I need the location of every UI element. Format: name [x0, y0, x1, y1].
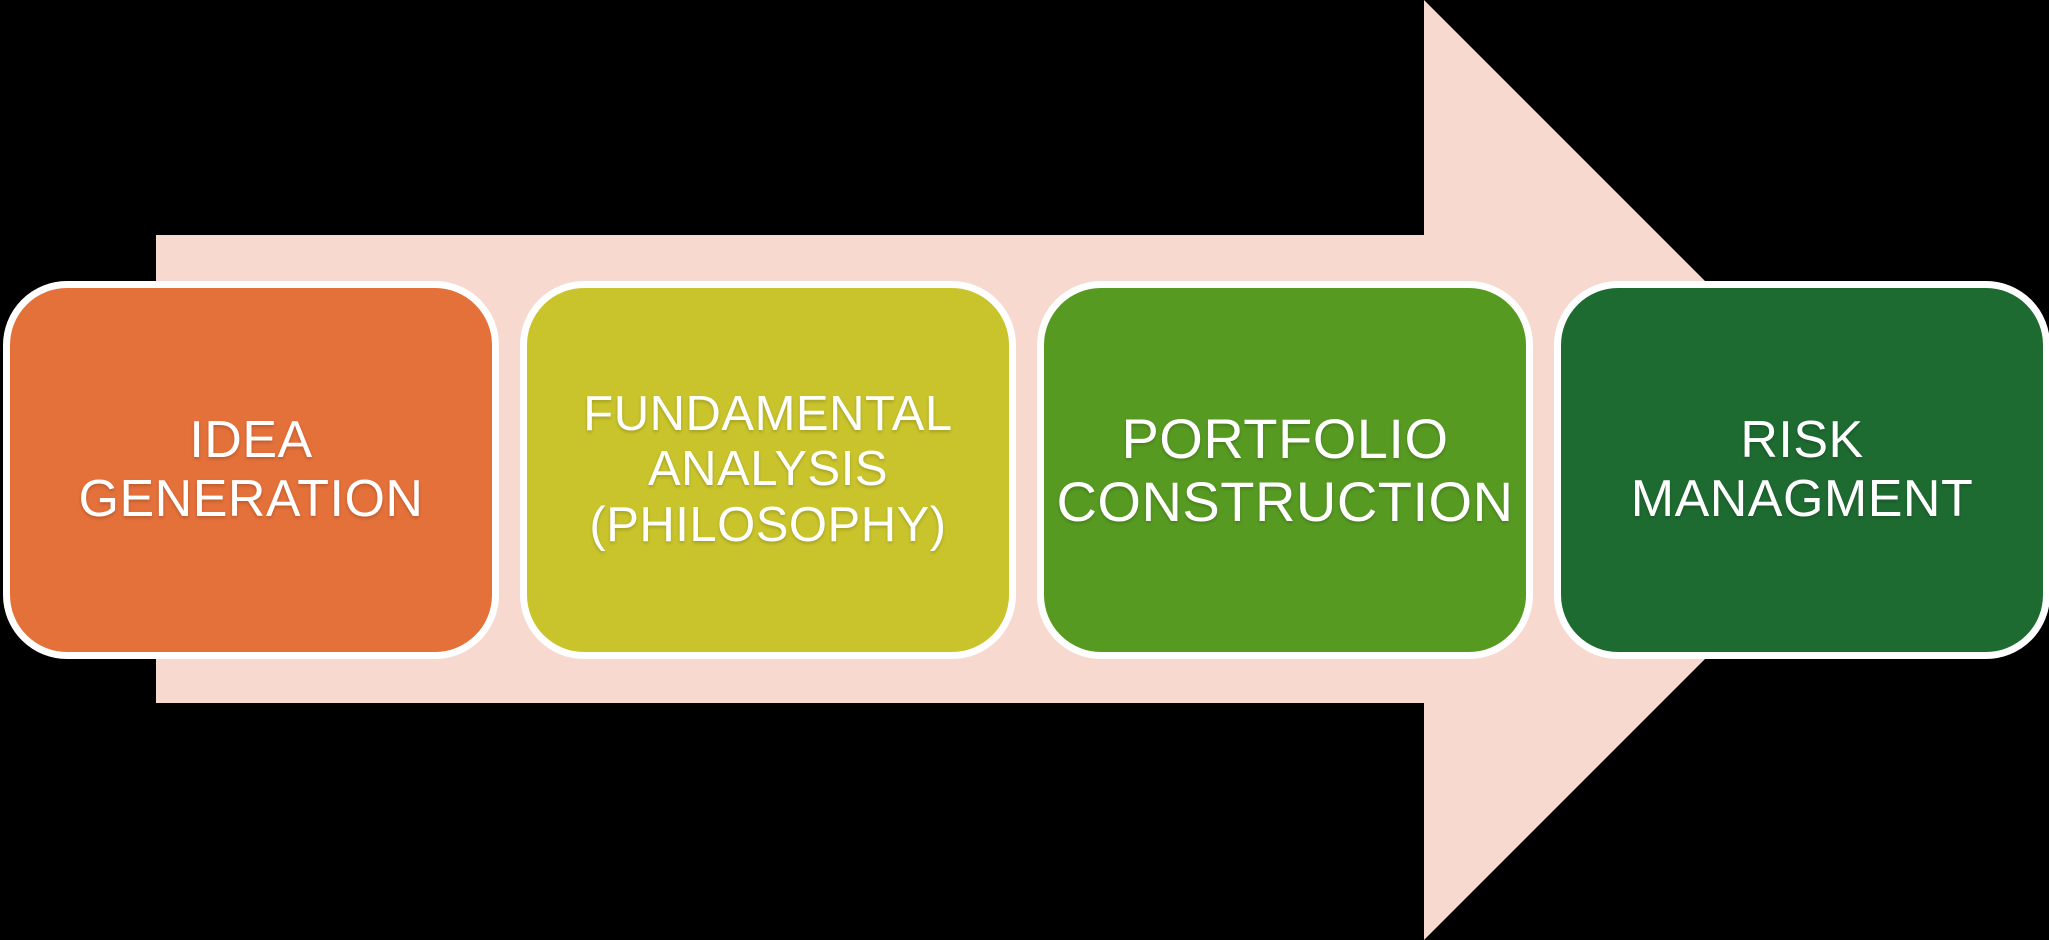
step-portfolio-construction-label: PORTFOLIO CONSTRUCTION: [1056, 406, 1514, 533]
step-portfolio-construction: PORTFOLIO CONSTRUCTION: [1037, 281, 1533, 659]
step-idea-generation-label: IDEA GENERATION: [78, 411, 424, 528]
step-fundamental-analysis: FUNDAMENTAL ANALYSIS (PHILOSOPHY): [520, 281, 1016, 659]
step-risk-managment: RISK MANAGMENT: [1554, 281, 2049, 659]
step-fundamental-analysis-label: FUNDAMENTAL ANALYSIS (PHILOSOPHY): [583, 386, 953, 552]
step-idea-generation: IDEA GENERATION: [3, 281, 499, 659]
step-risk-managment-label: RISK MANAGMENT: [1630, 411, 1974, 528]
